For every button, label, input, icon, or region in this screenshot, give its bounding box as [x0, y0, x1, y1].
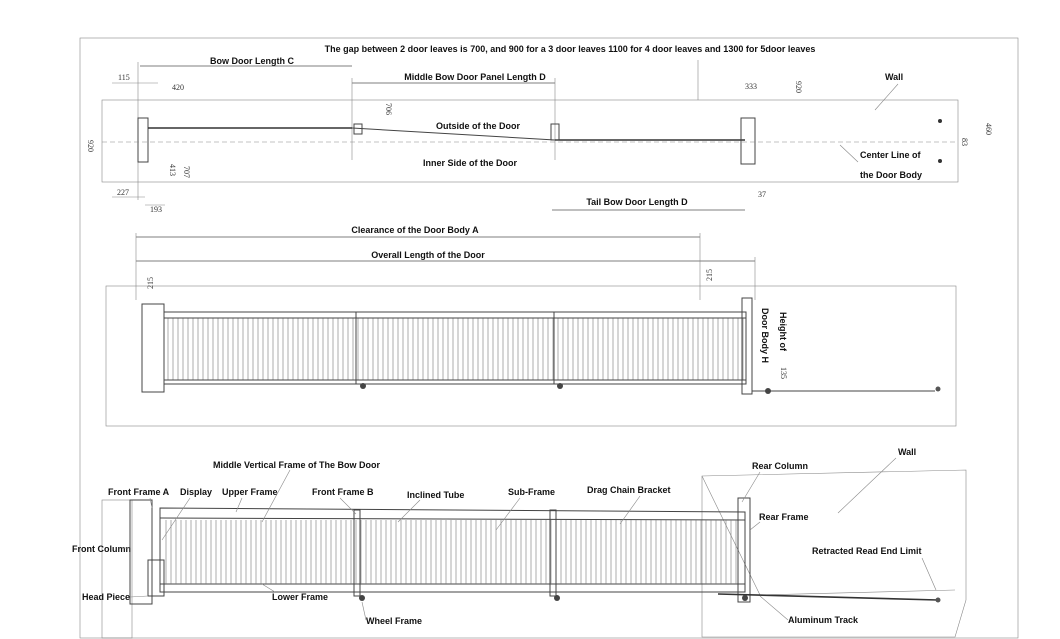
top-wall-outline [101, 99, 959, 183]
label-front-frame-b: Front Frame B [312, 487, 374, 497]
label-middle-vertical-frame: Middle Vertical Frame of The Bow Door [213, 460, 381, 470]
clearance-a: Clearance of the Door Body A [351, 225, 479, 235]
label-rear-column: Rear Column [752, 461, 808, 471]
label-drag-chain-bracket: Drag Chain Bracket [587, 485, 671, 495]
iso-view: Middle Vertical Frame of The Bow Door Fr… [72, 447, 967, 639]
label-head-piece: Head Piece [82, 592, 130, 602]
pickets-iso [165, 520, 737, 584]
gap-note: The gap between 2 door leaves is 700, an… [325, 44, 816, 54]
rear-post-plan [740, 117, 756, 165]
iso-frame-b [353, 509, 361, 597]
rear-column-elev [741, 297, 753, 395]
label-retracted-end-limit: Retracted Read End Limit [812, 546, 922, 556]
dim-413: 413 [168, 164, 177, 176]
dim-83: 83 [960, 138, 969, 146]
label-sub-frame: Sub-Frame [508, 487, 555, 497]
overall-length: Overall Length of the Door [371, 250, 485, 260]
dim-707: 707 [182, 166, 191, 178]
center-line-label-1: Center Line of [860, 150, 922, 160]
dim-333: 333 [745, 82, 757, 91]
dim-37: 37 [758, 190, 766, 199]
label-rear-frame: Rear Frame [759, 512, 809, 522]
label-front-frame-a: Front Frame A [108, 487, 170, 497]
dim-193: 193 [150, 205, 162, 214]
plan-joint-1 [353, 123, 363, 135]
iso-sub-frame [549, 509, 557, 597]
label-upper-frame: Upper Frame [222, 487, 278, 497]
front-view: Clearance of the Door Body A Overall Len… [105, 225, 957, 427]
dim-420: 420 [172, 83, 184, 92]
dim-215b: 215 [705, 269, 714, 281]
iso-head-piece [147, 559, 165, 597]
dim-920b: 920 [794, 81, 803, 93]
label-wall: Wall [898, 447, 916, 457]
iso-front-column [129, 499, 153, 605]
front-wall-outline [105, 285, 957, 427]
tail-bow-length-d: Tail Bow Door Length D [586, 197, 688, 207]
label-display: Display [180, 487, 212, 497]
iso-rear-column [737, 497, 751, 603]
height-h-label-1: Height of [778, 312, 788, 352]
dim-460: 460 [984, 123, 993, 135]
bow-door-length-c: Bow Door Length C [210, 56, 294, 66]
gate-panel-3 [553, 311, 747, 385]
label-inclined-tube: Inclined Tube [407, 490, 464, 500]
top-wall-label: Wall [885, 72, 903, 82]
front-post-plan [137, 117, 149, 163]
dim-706: 706 [384, 103, 393, 115]
label-lower-frame: Lower Frame [272, 592, 328, 602]
label-front-column: Front Column [72, 544, 131, 554]
dim-227: 227 [117, 188, 129, 197]
dim-920a: 920 [86, 140, 95, 152]
iso-front-wall [101, 499, 133, 639]
top-view: The gap between 2 door leaves is 700, an… [86, 44, 993, 214]
dim-135: 135 [779, 367, 788, 379]
pickets-front [167, 318, 744, 380]
center-line-label-2: the Door Body [860, 170, 922, 180]
front-column-elev [141, 303, 165, 393]
outside-of-door: Outside of the Door [436, 121, 520, 131]
dim-215a: 215 [146, 277, 155, 289]
plan-joint-2 [550, 123, 560, 141]
dim-115: 115 [118, 73, 130, 82]
drawing-border [79, 37, 1019, 639]
gate-panel-2 [355, 311, 555, 385]
height-h-label-2: Door Body H [760, 308, 770, 363]
inner-side-of-door: Inner Side of the Door [423, 158, 518, 168]
iso-wall [701, 469, 967, 638]
label-aluminum-track: Aluminum Track [788, 615, 859, 625]
label-wheel-frame: Wheel Frame [366, 616, 422, 626]
middle-panel-length-d: Middle Bow Door Panel Length D [404, 72, 546, 82]
